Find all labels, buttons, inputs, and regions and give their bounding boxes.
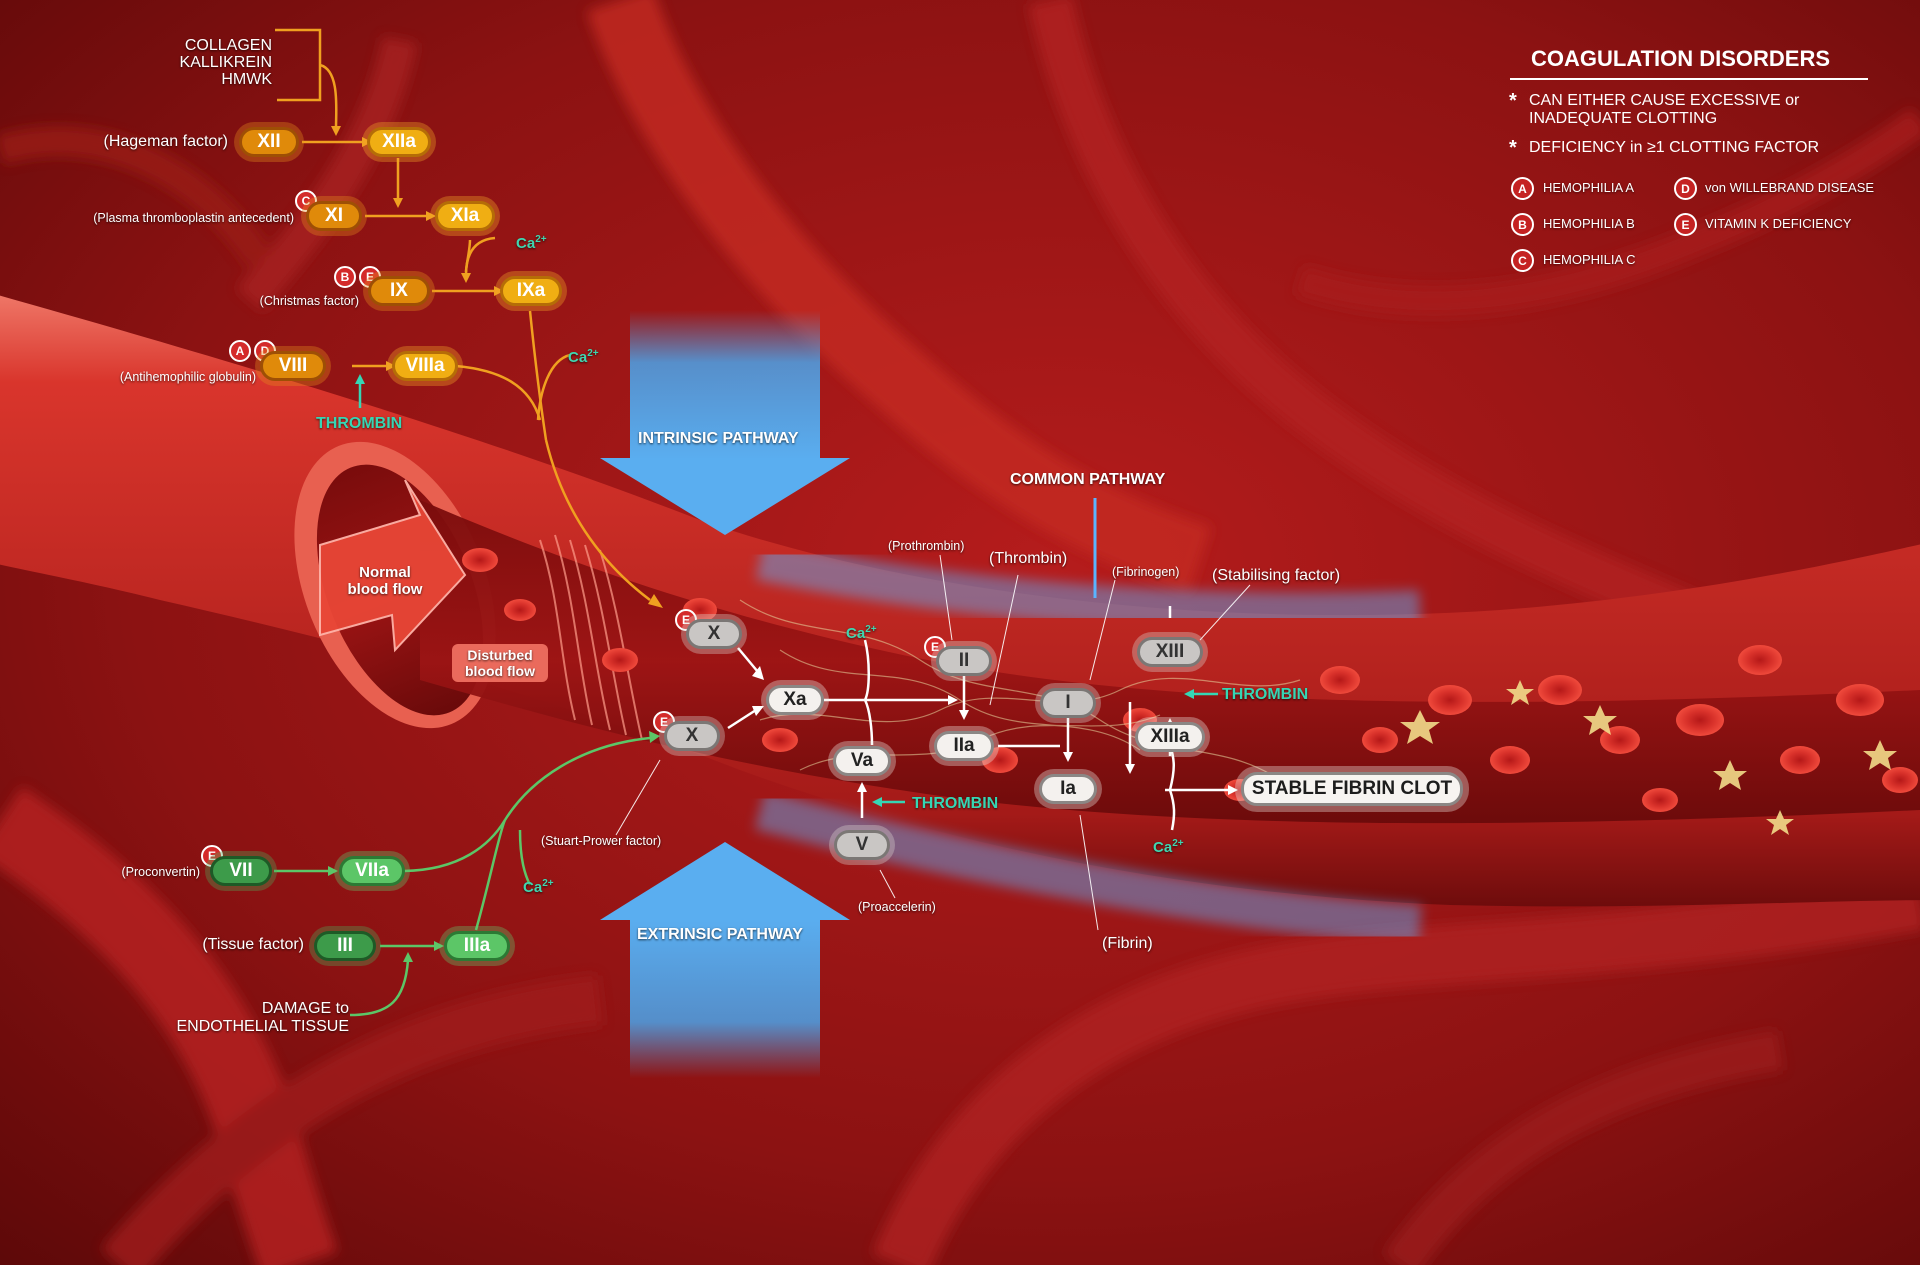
factor-i-pill: I [1040,688,1096,718]
stable-fibrin-clot-pill: STABLE FIBRIN CLOT [1241,772,1463,806]
factor-viii-name: (Antihemophilic globulin) [119,370,256,384]
legend-item-c: HEMOPHILIA C [1543,252,1636,267]
normal-flow-label: Normal blood flow [340,564,430,599]
stabilising-factor-label: (Stabilising factor) [1212,567,1341,584]
factor-iia-pill: IIa [934,731,994,761]
badge-b-icon: B [334,266,356,288]
calcium-symbol: Ca [523,879,543,896]
fibrin-label: (Fibrin) [1102,935,1153,952]
legend-badge-e-icon: E [1674,213,1697,236]
factor-viia-pill: VIIa [339,856,405,886]
legend-bullet-icon: * [1509,90,1517,112]
calcium-label: Ca2+ [568,348,599,366]
factor-x-pill: X [664,721,720,751]
calcium-symbol: Ca [846,625,866,642]
calcium-label: Ca2+ [846,624,877,642]
factor-ii-pill: II [936,646,992,676]
disturbed-flow-label: Disturbed blood flow [452,644,548,683]
factor-xii-pill: XII [239,127,299,157]
factor-ix-pill: IX [368,276,430,306]
normal-flow-line2: blood flow [347,581,423,599]
thrombin-label-va: THROMBIN [912,795,999,812]
trigger-label: COLLAGEN KALLIKREIN HMWK [179,37,272,88]
calcium-symbol: Ca [568,349,588,366]
trigger-kallikrein: KALLIKREIN [179,53,272,71]
factor-ia-pill: Ia [1039,774,1097,804]
legend-note2: DEFICIENCY in ≥1 CLOTTING FACTOR [1529,139,1820,156]
factor-iii-name: (Tissue factor) [202,936,304,953]
intrinsic-pathway-label: INTRINSIC PATHWAY [638,430,799,447]
thrombin-label-xiii: THROMBIN [1222,686,1309,703]
factor-xi-name: (Plasma thromboplastin antecedent) [93,211,294,225]
calcium-charge: 2+ [865,624,877,635]
legend-underline [1510,78,1868,80]
calcium-label: Ca2+ [523,878,554,896]
thrombin-name-label: (Thrombin) [989,550,1068,567]
factor-xii-name: (Hageman factor) [103,133,229,150]
calcium-charge: 2+ [535,234,547,245]
thrombin-label-intrinsic: THROMBIN [316,415,403,432]
calcium-charge: 2+ [1172,838,1184,849]
legend-note1: CAN EITHER CAUSE EXCESSIVE or INADEQUATE… [1529,92,1799,128]
legend-item-b: HEMOPHILIA B [1543,216,1635,231]
factor-ix-name: (Christmas factor) [259,294,359,308]
factor-vii-pill: VII [210,856,272,886]
damage-line2: ENDOTHELIAL TISSUE [176,1018,350,1036]
factor-viiia-pill: VIIIa [392,351,458,381]
damage-label: DAMAGE to ENDOTHELIAL TISSUE [177,1000,350,1037]
legend-note1-line1: CAN EITHER CAUSE EXCESSIVE or [1529,92,1800,109]
proaccelerin-label: (Proaccelerin) [858,900,936,914]
prothrombin-label: (Prothrombin) [888,539,965,553]
factor-xiia-pill: XIIa [367,127,431,157]
legend-title: COAGULATION DISORDERS [1531,46,1831,71]
factor-xiii-pill: XIII [1137,637,1203,667]
calcium-symbol: Ca [516,235,536,252]
legend-note1-line2: INADEQUATE CLOTTING [1529,110,1718,127]
stuart-prower-label: (Stuart-Prower factor) [541,834,662,848]
legend-badge-c-icon: C [1511,249,1534,272]
fibrinogen-label: (Fibrinogen) [1112,565,1180,579]
calcium-label: Ca2+ [1153,838,1184,856]
factor-vii-name: (Proconvertin) [121,865,201,879]
extrinsic-pathway-label: EXTRINSIC PATHWAY [637,926,803,943]
calcium-label: Ca2+ [516,234,547,252]
legend-badge-d-icon: D [1674,177,1697,200]
damage-line1: DAMAGE to [261,1000,349,1017]
badge-a-icon: A [229,340,251,362]
disturbed-flow-line1: Disturbed [467,647,533,663]
factor-xa-pill: Xa [766,685,824,715]
factor-va-pill: Va [833,746,891,776]
factor-v-pill: V [834,830,890,860]
disturbed-flow-line2: blood flow [465,663,535,680]
factor-x-pill: X [686,619,742,649]
calcium-symbol: Ca [1153,839,1173,856]
legend-badge-a-icon: A [1511,177,1534,200]
legend-bullet-icon: * [1509,137,1517,159]
factor-xia-pill: XIa [435,201,495,231]
trigger-collagen: COLLAGEN [184,37,272,54]
normal-flow-line1: Normal [359,564,411,581]
factor-xiiia-pill: XIIIa [1135,722,1205,752]
factor-viii-pill: VIII [260,351,326,381]
factor-ixa-pill: IXa [500,276,562,306]
calcium-charge: 2+ [542,878,554,889]
legend-item-a: HEMOPHILIA A [1543,180,1635,195]
common-pathway-label: COMMON PATHWAY [1010,471,1166,488]
legend-item-e: VITAMIN K DEFICIENCY [1705,216,1852,231]
factor-iiia-pill: IIIa [444,931,510,961]
factor-xi-pill: XI [306,201,362,231]
trigger-hmwk: HMWK [221,70,272,88]
legend-badge-b-icon: B [1511,213,1534,236]
calcium-charge: 2+ [587,348,599,359]
legend-item-d: von WILLEBRAND DISEASE [1705,180,1875,195]
factor-iii-pill: III [314,931,376,961]
